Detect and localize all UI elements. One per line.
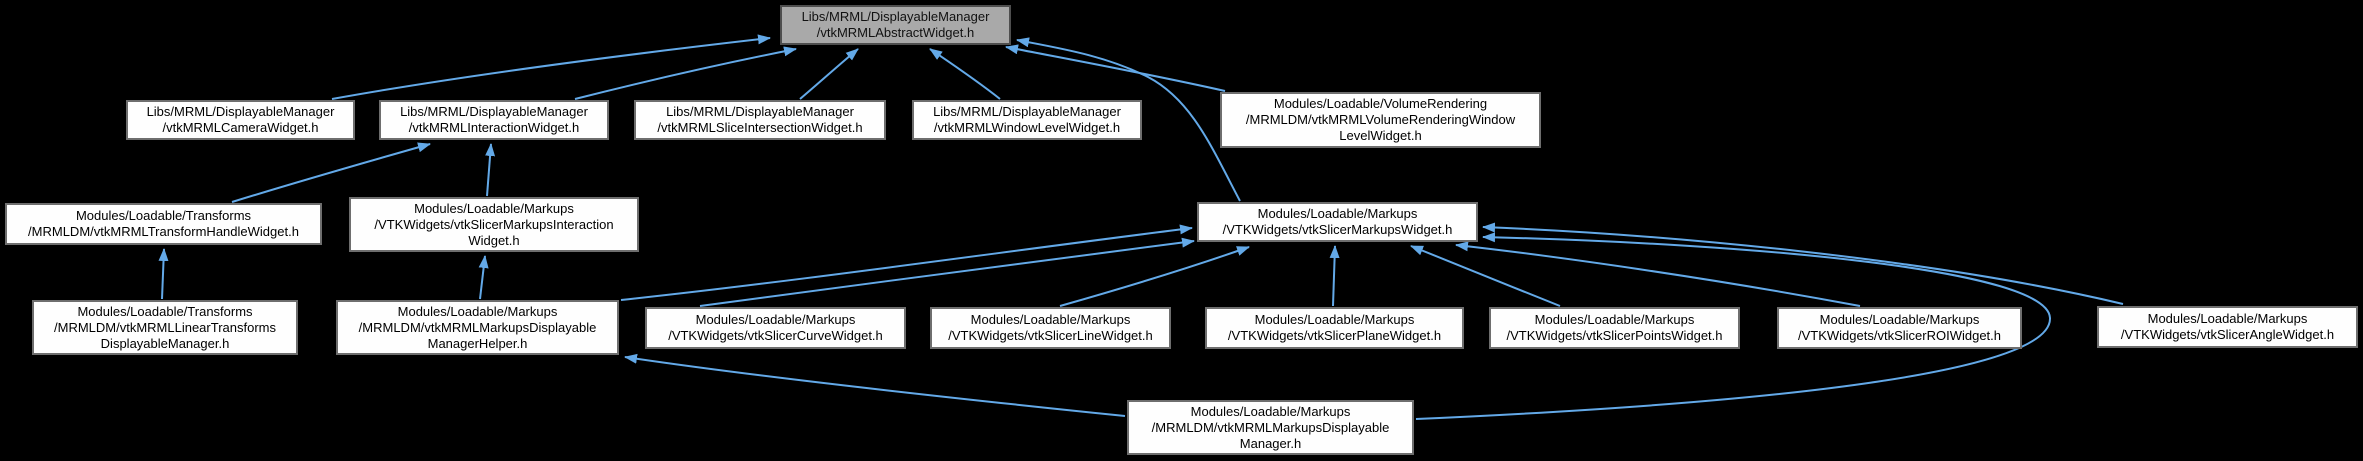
- node-vtkMRMLAbstractWidget[interactable]: Libs/MRML/DisplayableManager /vtkMRMLAbs…: [780, 5, 1011, 45]
- node-vtkMRMLTransformHandleWidget[interactable]: Modules/Loadable/Transforms /MRMLDM/vtkM…: [5, 203, 322, 245]
- edge-plane_widget-to-markups_widget: [1329, 245, 1340, 307]
- edge-line_widget-to-markups_widget: [1059, 246, 1250, 307]
- node-vtkMRMLInteractionWidget[interactable]: Libs/MRML/DisplayableManager /vtkMRMLInt…: [379, 100, 609, 140]
- edge-volume_rendering-to-abstract_widget: [1005, 44, 1226, 92]
- edge-interaction_widget-to-abstract_widget: [574, 46, 797, 100]
- edge-camera_widget-to-abstract_widget: [331, 34, 771, 100]
- node-vtkSlicerPlaneWidget[interactable]: Modules/Loadable/Markups /VTKWidgets/vtk…: [1205, 307, 1464, 349]
- node-vtkSlicerMarkupsInteractionWidget[interactable]: Modules/Loadable/Markups /VTKWidgets/vtk…: [349, 197, 639, 252]
- node-vtkMRMLWindowLevelWidget[interactable]: Libs/MRML/DisplayableManager /vtkMRMLWin…: [912, 100, 1142, 140]
- node-vtkMRMLLinearTransformsDisplayableManager[interactable]: Modules/Loadable/Transforms /MRMLDM/vtkM…: [32, 300, 298, 355]
- edge-markups_widget-to-abstract_widget: [1016, 37, 1241, 202]
- edge-markups_dm_helper-to-markups_interaction: [478, 255, 489, 300]
- node-vtkSlicerPointsWidget[interactable]: Modules/Loadable/Markups /VTKWidgets/vtk…: [1489, 307, 1740, 349]
- node-vtkMRMLMarkupsDisplayableManager[interactable]: Modules/Loadable/Markups /MRMLDM/vtkMRML…: [1127, 400, 1414, 455]
- edge-transform_handle-to-interaction_widget: [231, 142, 431, 203]
- node-vtkSlicerAngleWidget[interactable]: Modules/Loadable/Markups /VTKWidgets/vtk…: [2097, 306, 2358, 348]
- edge-markups_dm_helper-to-markups_widget: [620, 224, 1193, 301]
- node-vtkMRMLSliceIntersectionWidget[interactable]: Libs/MRML/DisplayableManager /vtkMRMLSli…: [634, 100, 886, 140]
- edge-markups_dm-to-markups_dm_helper: [624, 353, 1126, 417]
- node-vtkMRMLMarkupsDisplayableManagerHelper[interactable]: Modules/Loadable/Markups /MRMLDM/vtkMRML…: [336, 300, 619, 355]
- edge-markups_dm-to-markups_widget: [1415, 232, 2052, 420]
- edge-window_level-to-abstract_widget: [929, 48, 1001, 100]
- node-vtkSlicerLineWidget[interactable]: Modules/Loadable/Markups /VTKWidgets/vtk…: [930, 307, 1171, 349]
- node-vtkSlicerROIWidget[interactable]: Modules/Loadable/Markups /VTKWidgets/vtk…: [1777, 307, 2022, 349]
- edge-angle_widget-to-markups_widget: [1482, 222, 2124, 305]
- edge-markups_interaction-to-interaction_widget: [485, 143, 496, 197]
- edge-slice_intersection-to-abstract_widget: [799, 48, 859, 100]
- node-vtkSlicerCurveWidget[interactable]: Modules/Loadable/Markups /VTKWidgets/vtk…: [645, 307, 906, 349]
- node-vtkMRMLCameraWidget[interactable]: Libs/MRML/DisplayableManager /vtkMRMLCam…: [126, 100, 355, 140]
- edge-roi_widget-to-markups_widget: [1455, 241, 1861, 307]
- edge-linear_transforms-to-transform_handle: [158, 248, 169, 300]
- edge-curve_widget-to-markups_widget: [699, 237, 1195, 307]
- edge-points_widget-to-markups_widget: [1410, 245, 1561, 307]
- node-vtkSlicerMarkupsWidget[interactable]: Modules/Loadable/Markups /VTKWidgets/vtk…: [1197, 202, 1478, 242]
- node-vtkMRMLVolumeRenderingWindowLevelWidget[interactable]: Modules/Loadable/VolumeRendering /MRMLDM…: [1220, 92, 1541, 148]
